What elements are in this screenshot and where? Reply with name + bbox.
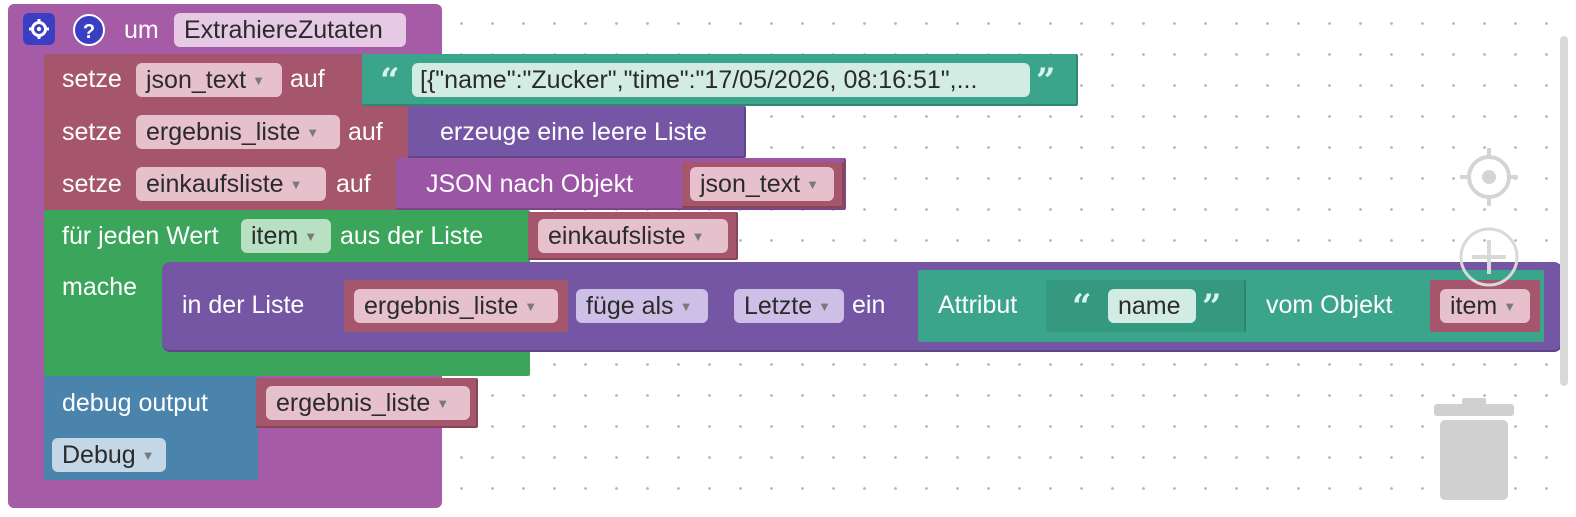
variable-name: item: [1450, 292, 1498, 320]
zoom-in-icon[interactable]: [1458, 226, 1520, 288]
gear-icon[interactable]: [23, 13, 55, 45]
json-to-object-label: JSON nach Objekt: [426, 170, 634, 198]
variable-name: ergebnis_liste: [276, 389, 431, 417]
variable-dropdown-einkaufsliste-loop[interactable]: einkaufsliste ▼: [538, 219, 728, 253]
create-empty-list-label: erzeuge eine leere Liste: [440, 118, 707, 146]
from-object-label: vom Objekt: [1266, 291, 1393, 319]
variable-dropdown-ergebnis-liste[interactable]: ergebnis_liste ▼: [136, 115, 340, 149]
create-empty-list-block[interactable]: [408, 106, 746, 158]
variable-name: ergebnis_liste: [146, 118, 301, 146]
in-list-label: in der Liste: [182, 291, 305, 319]
chevron-down-icon: ▼: [806, 177, 819, 192]
text-value: [{"name":"Zucker","time":"17/05/2026, 08…: [420, 66, 978, 94]
variable-name: einkaufsliste: [146, 170, 284, 198]
variable-dropdown-einkaufsliste[interactable]: einkaufsliste ▼: [136, 167, 326, 201]
insert-mode: füge als: [586, 292, 674, 320]
variable-dropdown-item[interactable]: item ▼: [1440, 289, 1530, 323]
chevron-down-icon: ▼: [304, 229, 318, 244]
insert-position-dropdown[interactable]: Letzte ▼: [734, 289, 844, 323]
variable-dropdown-json-text[interactable]: json_text ▼: [136, 63, 282, 97]
chevron-down-icon: ▼: [691, 229, 705, 244]
chevron-down-icon: ▼: [818, 299, 831, 314]
chevron-down-icon: ▼: [289, 177, 303, 192]
trash-icon[interactable]: [1432, 398, 1516, 502]
variable-dropdown-ergebnis-liste-debug[interactable]: ergebnis_liste ▼: [266, 386, 470, 420]
insert-position: Letzte: [744, 292, 813, 320]
variable-dropdown-json-text-arg[interactable]: json_text ▼: [690, 167, 834, 201]
for-each-label: für jeden Wert: [62, 222, 219, 250]
variable-name: json_text: [700, 170, 801, 198]
open-quote-icon: “: [380, 61, 400, 101]
insert-suffix-label: ein: [852, 291, 886, 319]
do-label: mache: [62, 273, 138, 301]
procedure-name: ExtrahiereZutaten: [184, 16, 383, 44]
set-label: setze: [62, 170, 122, 198]
close-quote-icon: ”: [1036, 61, 1056, 101]
loop-variable-dropdown[interactable]: item ▼: [241, 219, 331, 253]
set-label: setze: [62, 65, 122, 93]
debug-level-dropdown[interactable]: Debug ▼: [52, 438, 166, 472]
from-list-label: aus der Liste: [340, 222, 484, 250]
chevron-down-icon: ▼: [306, 125, 320, 140]
open-quote-icon: “: [1072, 287, 1092, 327]
chevron-down-icon: ▼: [679, 299, 693, 314]
close-quote-icon: ”: [1202, 287, 1222, 327]
variable-dropdown-ergebnis-liste-insert[interactable]: ergebnis_liste ▼: [354, 289, 558, 323]
variable-name: json_text: [146, 66, 247, 94]
variable-name: einkaufsliste: [548, 222, 686, 250]
debug-level: Debug: [62, 441, 136, 469]
to-label: auf: [290, 65, 325, 93]
chevron-down-icon: ▼: [436, 396, 450, 411]
question-icon[interactable]: ?: [73, 14, 105, 46]
procedure-name-field[interactable]: ExtrahiereZutaten: [174, 13, 406, 47]
scrollbar[interactable]: [1560, 36, 1568, 386]
insert-mode-dropdown[interactable]: füge als ▼: [576, 289, 708, 323]
chevron-down-icon: ▼: [252, 73, 265, 88]
chevron-down-icon: ▼: [141, 448, 155, 463]
text-value-field[interactable]: [{"name":"Zucker","time":"17/05/2026, 08…: [412, 63, 1030, 97]
procedure-keyword: um: [124, 16, 159, 44]
attribute-name-field[interactable]: name: [1108, 289, 1196, 323]
debug-output-label: debug output: [62, 389, 208, 417]
chevron-down-icon: ▼: [1503, 299, 1517, 314]
to-label: auf: [348, 118, 383, 146]
attribute-name: name: [1118, 292, 1181, 320]
variable-name: ergebnis_liste: [364, 292, 519, 320]
to-label: auf: [336, 170, 371, 198]
set-label: setze: [62, 118, 122, 146]
attribute-label: Attribut: [938, 291, 1018, 319]
chevron-down-icon: ▼: [524, 299, 538, 314]
recenter-icon[interactable]: [1458, 146, 1520, 208]
loop-variable-name: item: [251, 222, 299, 250]
